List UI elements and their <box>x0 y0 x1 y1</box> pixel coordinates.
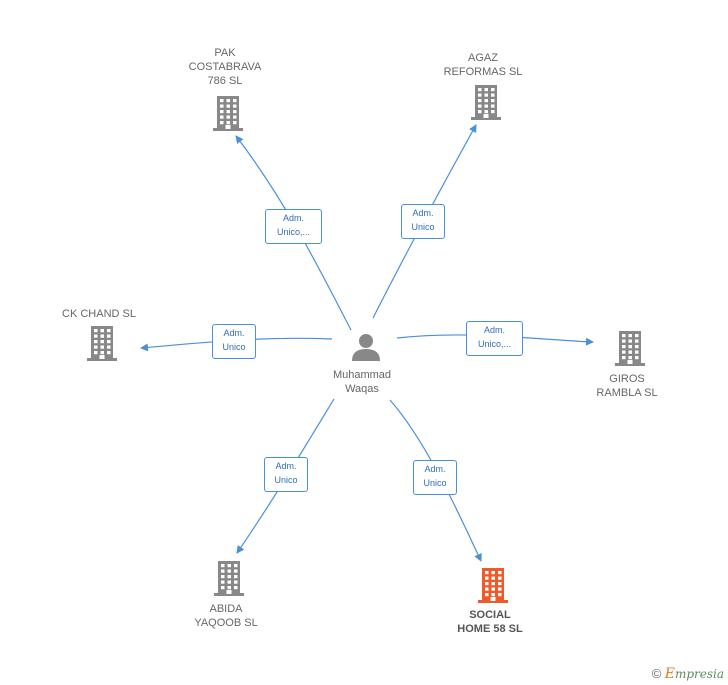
company-label-social[interactable]: SOCIAL HOME 58 SL <box>457 609 523 635</box>
relation-badge-social[interactable]: Adm. Unico <box>413 460 457 495</box>
copyright-symbol: © <box>651 666 662 681</box>
building-icon[interactable] <box>213 96 243 131</box>
relation-badge-giros[interactable]: Adm. Unico,... <box>466 321 523 356</box>
brand-logo-text: Empresia <box>664 666 724 682</box>
building-icon[interactable] <box>478 568 508 603</box>
company-label-pak[interactable]: PAK COSTABRAVA 786 SL <box>188 47 262 87</box>
company-label-ck[interactable]: CK CHAND SL <box>62 308 136 320</box>
building-icon[interactable] <box>214 561 244 596</box>
relation-badge-pak[interactable]: Adm. Unico,... <box>265 209 322 244</box>
relation-badge-ck[interactable]: Adm. Unico <box>212 324 256 359</box>
relation-badge-agaz[interactable]: Adm. Unico <box>401 204 445 239</box>
company-label-abida[interactable]: ABIDA YAQOOB SL <box>194 603 258 629</box>
company-label-agaz[interactable]: AGAZ REFORMAS SL <box>443 52 523 78</box>
building-icon[interactable] <box>471 85 501 120</box>
relation-badge-abida[interactable]: Adm. Unico <box>264 457 308 492</box>
building-icon[interactable] <box>87 326 117 361</box>
person-name[interactable]: Muhammad Waqas <box>332 369 392 395</box>
brand-credit[interactable]: © Empresia <box>652 666 724 682</box>
building-icon[interactable] <box>615 331 645 366</box>
person-icon[interactable] <box>352 334 380 361</box>
company-label-giros[interactable]: GIROS RAMBLA SL <box>596 373 658 399</box>
